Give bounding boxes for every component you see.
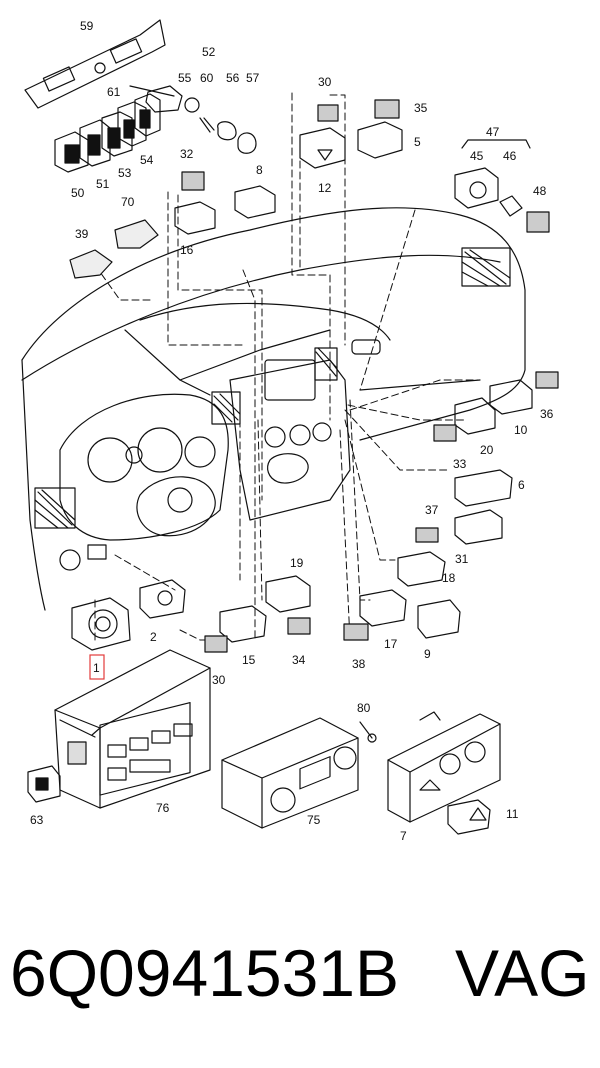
callout-50: 50	[71, 186, 85, 200]
callout-53: 53	[118, 166, 132, 180]
callout-12: 12	[318, 181, 332, 195]
callout-46: 46	[503, 149, 517, 163]
callout-5: 5	[414, 135, 421, 149]
callout-36: 36	[540, 407, 554, 421]
callout-63: 63	[30, 813, 44, 827]
callout-10: 10	[514, 423, 528, 437]
callout-32: 32	[180, 147, 194, 161]
callout-39: 39	[75, 227, 89, 241]
part-number: 6Q0941531B	[10, 936, 400, 1010]
callout-31: 31	[455, 552, 469, 566]
climate-unit-75	[221, 717, 377, 829]
callout-54: 54	[140, 153, 154, 167]
callout-2: 2	[150, 630, 157, 644]
callout-80: 80	[357, 701, 371, 715]
callout-35: 35	[414, 101, 428, 115]
callout-19: 19	[290, 556, 304, 570]
callout-76: 76	[156, 801, 170, 815]
parts-45-48	[454, 139, 550, 233]
right-switches	[397, 371, 559, 587]
callout-16: 16	[180, 243, 194, 257]
callout-15: 15	[242, 653, 256, 667]
callout-56: 56	[226, 71, 240, 85]
callout-45: 45	[470, 149, 484, 163]
leader-lines	[94, 92, 481, 641]
callout-75: 75	[307, 813, 321, 827]
trim-panel-59	[24, 19, 166, 109]
callout-labels: 59 61 52 55 60 56 57 30 35 5 12 47 45 46…	[30, 19, 554, 843]
parts-exploded-diagram: 59 61 52 55 60 56 57 30 35 5 12 47 45 46…	[21, 19, 559, 843]
switch-panel-7	[387, 711, 501, 835]
callout-55: 55	[178, 71, 192, 85]
callout-30-top: 30	[318, 75, 332, 89]
callout-7: 7	[400, 829, 407, 843]
lower-switches	[204, 575, 461, 653]
small-parts-55-57	[129, 85, 257, 154]
callout-9: 9	[424, 647, 431, 661]
callout-34: 34	[292, 653, 306, 667]
callout-20: 20	[480, 443, 494, 457]
highlighted-callout-1[interactable]: 1	[89, 654, 105, 680]
callout-52: 52	[202, 45, 216, 59]
light-switch-2-1	[71, 579, 186, 651]
callout-33: 33	[453, 457, 467, 471]
callout-8: 8	[256, 163, 263, 177]
callout-6: 6	[518, 478, 525, 492]
callout-17: 17	[384, 637, 398, 651]
callout-37: 37	[425, 503, 439, 517]
callout-18: 18	[442, 571, 456, 585]
switches-30-35-5-12	[299, 99, 403, 169]
callout-1: 1	[93, 661, 100, 675]
callout-47: 47	[486, 125, 500, 139]
callout-70: 70	[121, 195, 135, 209]
covers-39-70	[69, 219, 159, 279]
callout-30-bottom: 30	[212, 673, 226, 687]
dashboard-outline	[21, 207, 526, 611]
switch-group-50-54	[54, 93, 161, 173]
callout-51: 51	[96, 177, 110, 191]
callout-38: 38	[352, 657, 366, 671]
switches-32-16-8	[174, 171, 276, 235]
brand-label: VAG	[455, 936, 590, 1010]
callout-57: 57	[246, 71, 260, 85]
callout-61: 61	[107, 85, 121, 99]
callout-59: 59	[80, 19, 94, 33]
callout-48: 48	[533, 184, 547, 198]
callout-60: 60	[200, 71, 214, 85]
callout-11: 11	[506, 807, 519, 821]
climate-panel-76	[27, 649, 211, 809]
